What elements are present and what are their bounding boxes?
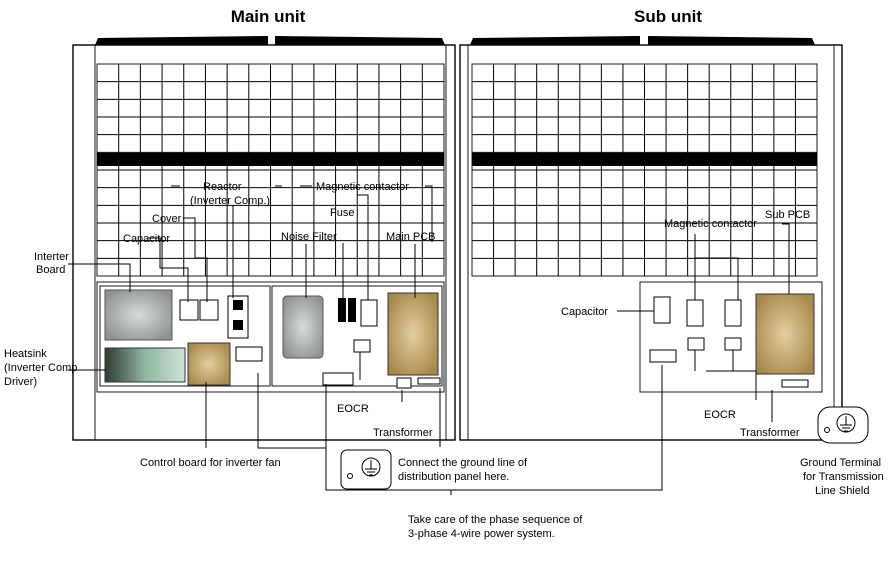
terminal-block-main xyxy=(236,347,262,361)
main-unit-black-band xyxy=(97,153,444,166)
label-cover: Cover xyxy=(152,213,182,225)
eocr-main-box xyxy=(354,340,370,352)
eocr-sub-a xyxy=(688,338,704,350)
capacitor-sub-box xyxy=(654,297,670,323)
label-transformer-main: Transformer xyxy=(373,427,433,439)
sub-unit-fans xyxy=(470,36,815,45)
label-ground-line-2: distribution panel here. xyxy=(398,471,509,483)
label-reactor-2: (Inverter Comp.) xyxy=(190,195,270,207)
main-unit-fans xyxy=(95,36,445,45)
label-magnetic-contactor-main: Magnetic contactor xyxy=(316,181,409,193)
sub-unit-grid xyxy=(472,64,817,276)
label-heatsink-1: Heatsink xyxy=(4,348,47,360)
label-sub-pcb: Sub PCB xyxy=(765,209,810,221)
label-main-pcb: Main PCB xyxy=(386,231,436,243)
reactor-terminal-a xyxy=(233,300,243,310)
control-board-fan-pcb xyxy=(188,343,230,385)
ground-box-sub xyxy=(818,407,868,443)
main-unit-title: Main unit xyxy=(231,7,306,26)
terminal-strip-sub xyxy=(782,380,808,387)
fuse-b xyxy=(348,298,356,322)
label-control-board-fan: Control board for inverter fan xyxy=(140,457,281,469)
label-magnetic-contactor-sub: Magnetic contactor xyxy=(664,218,757,230)
terminal-strip-main xyxy=(418,378,440,384)
interter-board xyxy=(105,290,172,340)
label-ground-terminal-2: for Transmission xyxy=(803,471,884,483)
transformer-main-box xyxy=(397,378,411,388)
fuse-a xyxy=(338,298,346,322)
label-phase-note-1: Take care of the phase sequence of xyxy=(408,514,583,526)
sub-pcb-board xyxy=(756,294,814,374)
label-heatsink-2: (Inverter Comp xyxy=(4,362,77,374)
magnetic-contactor-sub-a xyxy=(687,300,703,326)
label-reactor-1: Reactor xyxy=(203,181,242,193)
sub-unit-title: Sub unit xyxy=(634,7,702,26)
power-terminal-sub xyxy=(650,350,676,362)
eocr-sub-b xyxy=(725,338,741,350)
label-capacitor-sub: Capacitor xyxy=(561,306,608,318)
label-eocr-main: EOCR xyxy=(337,403,369,415)
label-ground-line-1: Connect the ground line of xyxy=(398,457,528,469)
label-interter-board-1: Interter xyxy=(34,251,69,263)
cover-box xyxy=(200,300,218,320)
label-phase-note-2: 3-phase 4-wire power system. xyxy=(408,528,555,540)
sub-unit-leaders xyxy=(440,224,789,495)
label-interter-board-2: Board xyxy=(36,264,65,276)
label-noise-filter: Noise Filter xyxy=(281,231,337,243)
label-fuse: Fuse xyxy=(330,207,354,219)
main-pcb-board xyxy=(388,293,438,375)
capacitor-box xyxy=(180,300,198,320)
label-ground-terminal-3: Line Shield xyxy=(815,485,869,497)
label-capacitor-main: Capacitor xyxy=(123,233,170,245)
magnetic-contactor-sub-b xyxy=(725,300,741,326)
power-terminal-main xyxy=(323,373,353,385)
reactor-terminal-b xyxy=(233,320,243,330)
label-eocr-sub: EOCR xyxy=(704,409,736,421)
magnetic-contactor-main-box xyxy=(361,300,377,326)
label-heatsink-3: Driver) xyxy=(4,376,37,388)
noise-filter-block xyxy=(283,296,323,358)
label-transformer-sub: Transformer xyxy=(740,427,800,439)
label-ground-terminal-1: Ground Terminal xyxy=(800,457,881,469)
sub-unit-black-band xyxy=(472,153,817,166)
heatsink-block xyxy=(105,348,185,382)
ground-box-main xyxy=(341,450,391,489)
